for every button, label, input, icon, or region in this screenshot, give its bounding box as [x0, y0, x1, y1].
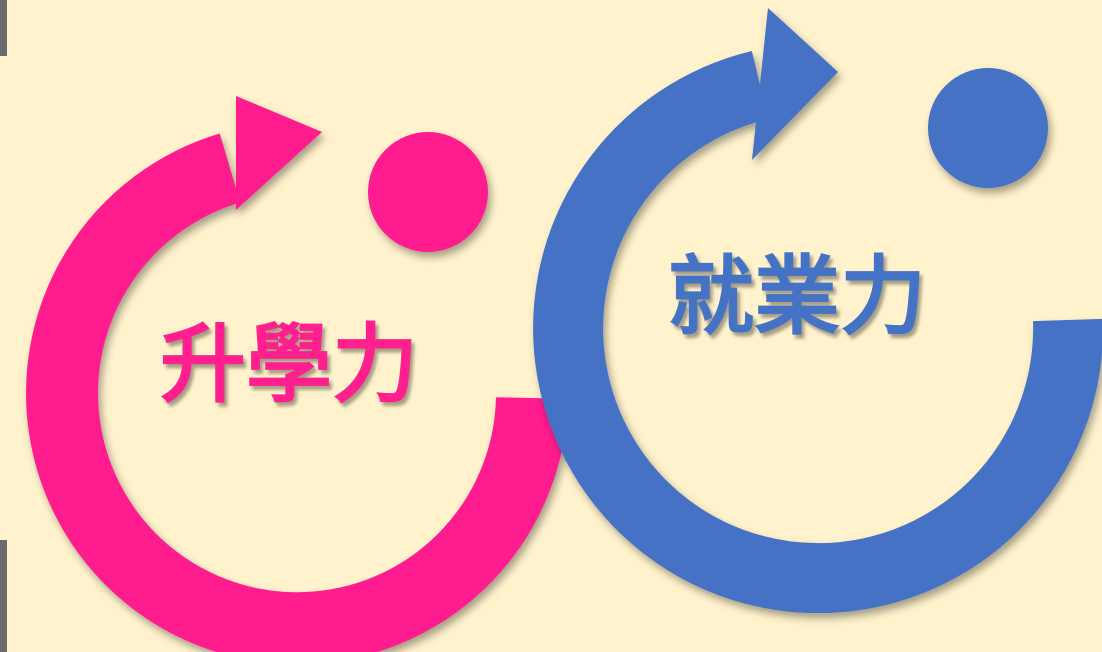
blue-arc: [533, 50, 1102, 614]
left-edge-bar-bottom: [0, 540, 7, 652]
label-employability: 就業力: [668, 247, 926, 347]
blue-arrowhead: [752, 8, 838, 160]
pink-cycle-arrow-icon: [26, 96, 568, 652]
label-academic-ability: 升學力: [160, 315, 418, 415]
left-edge-bar-top: [0, 0, 7, 56]
pink-dot-icon: [368, 132, 488, 252]
pink-arc: [26, 133, 568, 652]
blue-cycle-arrow-icon: [533, 8, 1102, 614]
pink-arrowhead: [236, 96, 322, 210]
blue-dot-icon: [928, 68, 1048, 188]
